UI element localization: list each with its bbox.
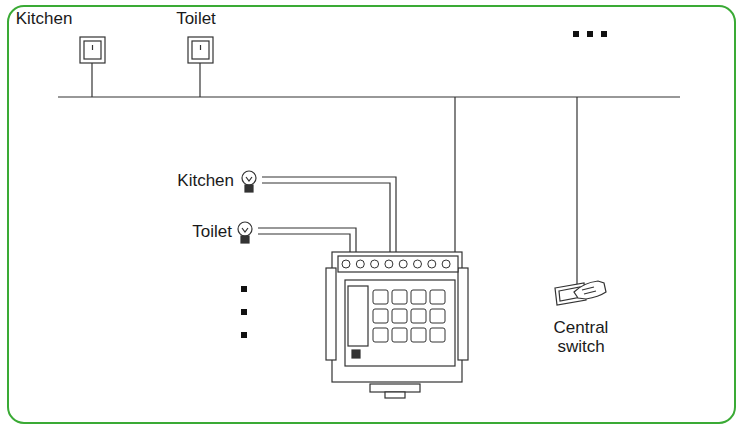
terminal xyxy=(399,260,407,268)
switch-actuator xyxy=(326,252,468,398)
lamp-wires xyxy=(258,177,396,258)
key xyxy=(392,328,407,342)
lamp-label: Kitchen xyxy=(177,171,234,190)
terminal xyxy=(371,260,379,268)
key xyxy=(430,290,445,304)
frame xyxy=(8,6,735,423)
lamp-symbol xyxy=(238,171,256,243)
lamp-label: Toilet xyxy=(192,222,232,241)
terminal xyxy=(414,260,422,268)
key xyxy=(392,309,407,323)
key xyxy=(411,290,426,304)
key xyxy=(430,309,445,323)
terminal xyxy=(356,260,364,268)
key xyxy=(392,290,407,304)
keypad xyxy=(373,290,445,342)
terminal xyxy=(442,260,450,268)
wall-switch xyxy=(80,37,213,63)
terminal xyxy=(385,260,393,268)
key xyxy=(373,309,388,323)
terminal-row xyxy=(342,260,450,268)
switch-label: Kitchen xyxy=(16,9,73,28)
switch-label: Toilet xyxy=(176,9,216,28)
ellipsis-dots xyxy=(241,31,607,338)
key xyxy=(430,328,445,342)
key xyxy=(411,309,426,323)
key xyxy=(373,328,388,342)
central-switch-label: Central switch xyxy=(554,318,609,356)
key xyxy=(411,328,426,342)
key xyxy=(373,290,388,304)
central-switch-icon xyxy=(555,281,606,305)
terminal xyxy=(428,260,436,268)
terminal xyxy=(342,260,350,268)
